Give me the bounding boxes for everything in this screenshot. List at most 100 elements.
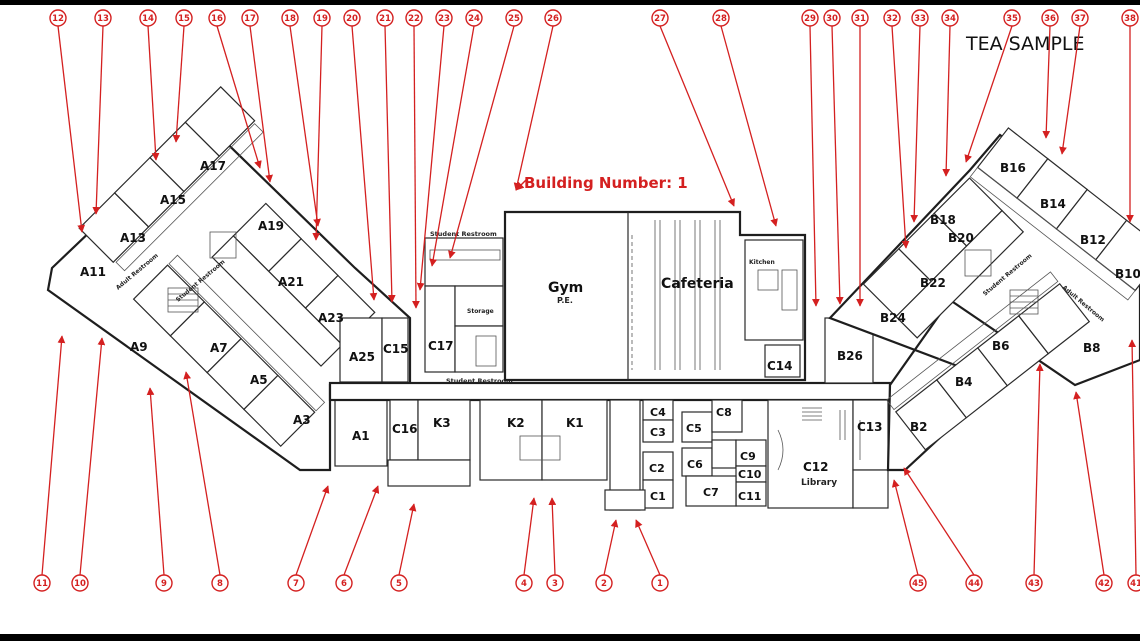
callout-leader — [216, 25, 262, 169]
room-a25: A25 — [349, 350, 375, 364]
callout-14: 14 — [139, 9, 160, 161]
callout-circle — [651, 9, 669, 27]
callout-leader — [964, 25, 1013, 163]
cafeteria-label: Cafeteria — [661, 276, 734, 292]
callout-38: 38 — [1121, 9, 1139, 223]
student-restroom-top: Student Restroom — [430, 230, 497, 238]
callout-circle — [515, 574, 533, 592]
callout-8: 8 — [183, 371, 229, 592]
callout-number: 8 — [217, 579, 223, 589]
callout-number: 18 — [284, 14, 296, 24]
student-restroom-bottom: Student Restroom — [446, 377, 513, 385]
callout-number: 1 — [657, 579, 663, 589]
callout-leader — [147, 25, 160, 161]
callout-26: 26 — [513, 9, 562, 191]
callout-leader — [289, 25, 321, 227]
room-c9: C9 — [740, 450, 756, 463]
callout-number: 3 — [552, 579, 558, 589]
building-number-label: Building Number: 1 — [524, 174, 688, 192]
callout-16: 16 — [208, 9, 262, 169]
callout-37: 37 — [1059, 9, 1089, 155]
callout-leader — [343, 485, 380, 576]
callout-number: 19 — [316, 14, 328, 24]
callout-number: 41 — [1130, 579, 1140, 589]
callout-leader — [57, 25, 86, 233]
room-b16: B16 — [1000, 161, 1026, 175]
callout-33: 33 — [910, 9, 929, 223]
room-c3: C3 — [650, 426, 666, 439]
callout-number: 25 — [508, 14, 520, 24]
callout-leader — [831, 25, 844, 305]
callout-number: 12 — [52, 14, 64, 24]
central-block — [328, 210, 892, 511]
callout-circle — [823, 9, 841, 27]
callout-circle — [71, 574, 89, 592]
callout-15: 15 — [172, 9, 193, 143]
room-c16: C16 — [392, 422, 418, 436]
callout-21: 21 — [376, 9, 396, 303]
callout-45: 45 — [891, 479, 927, 592]
callout-number: 30 — [826, 14, 838, 24]
room-b14: B14 — [1040, 197, 1066, 211]
callout-leader — [183, 371, 221, 576]
room-k1: K1 — [566, 416, 584, 430]
callout-32: 32 — [883, 9, 910, 249]
callout-43: 43 — [1025, 363, 1044, 592]
gym-sub-label: P.E. — [557, 296, 573, 305]
callout-circle — [1003, 9, 1021, 27]
callout-number: 10 — [74, 579, 86, 589]
callout-circle — [155, 574, 173, 592]
callout-circle — [465, 9, 483, 27]
callout-circle — [909, 574, 927, 592]
callout-leader — [79, 337, 106, 576]
callout-13: 13 — [92, 9, 112, 215]
callout-34: 34 — [941, 9, 959, 177]
callout-circle — [801, 9, 819, 27]
callout-circle — [435, 9, 453, 27]
callout-leader — [398, 503, 417, 576]
callout-circle — [1095, 574, 1113, 592]
callout-11: 11 — [33, 335, 66, 592]
callout-circle — [965, 574, 983, 592]
callout-24: 24 — [429, 9, 483, 267]
callout-18: 18 — [281, 9, 321, 227]
callout-leader — [659, 25, 735, 207]
callout-circle — [241, 9, 259, 27]
callout-leader — [1073, 391, 1105, 576]
callout-3: 3 — [546, 497, 564, 592]
callout-leader — [412, 25, 420, 309]
callout-number: 45 — [912, 579, 924, 589]
callout-28: 28 — [712, 9, 778, 227]
callout-19: 19 — [312, 9, 331, 241]
callout-circle — [883, 9, 901, 27]
room-b8: B8 — [1083, 341, 1101, 355]
callout-number: 33 — [914, 14, 926, 24]
callout-number: 37 — [1074, 14, 1086, 24]
callout-leader — [249, 25, 273, 183]
room-b12: B12 — [1080, 233, 1106, 247]
room-a11: A11 — [80, 265, 106, 279]
callout-number: 32 — [886, 14, 898, 24]
callout-circle — [211, 574, 229, 592]
gym-label: Gym — [548, 280, 583, 296]
callout-leader — [523, 497, 537, 576]
callout-number: 27 — [654, 14, 666, 24]
callout-36: 36 — [1041, 9, 1059, 139]
callout-number: 20 — [346, 14, 358, 24]
callout-number: 24 — [468, 14, 480, 24]
room-b20: B20 — [948, 231, 974, 245]
callout-circle — [208, 9, 226, 27]
callout-leader — [603, 519, 619, 576]
callout-number: 43 — [1028, 579, 1040, 589]
callout-42: 42 — [1073, 391, 1113, 592]
callout-17: 17 — [241, 9, 273, 183]
callout-leader — [910, 25, 921, 223]
room-a23: A23 — [318, 311, 344, 325]
room-b18: B18 — [930, 213, 956, 227]
callout-number: 28 — [715, 14, 727, 24]
callout-30: 30 — [823, 9, 844, 305]
callout-leader — [416, 25, 445, 291]
callout-44: 44 — [903, 467, 983, 592]
callout-leader — [1042, 25, 1051, 139]
callout-number: 36 — [1044, 14, 1056, 24]
